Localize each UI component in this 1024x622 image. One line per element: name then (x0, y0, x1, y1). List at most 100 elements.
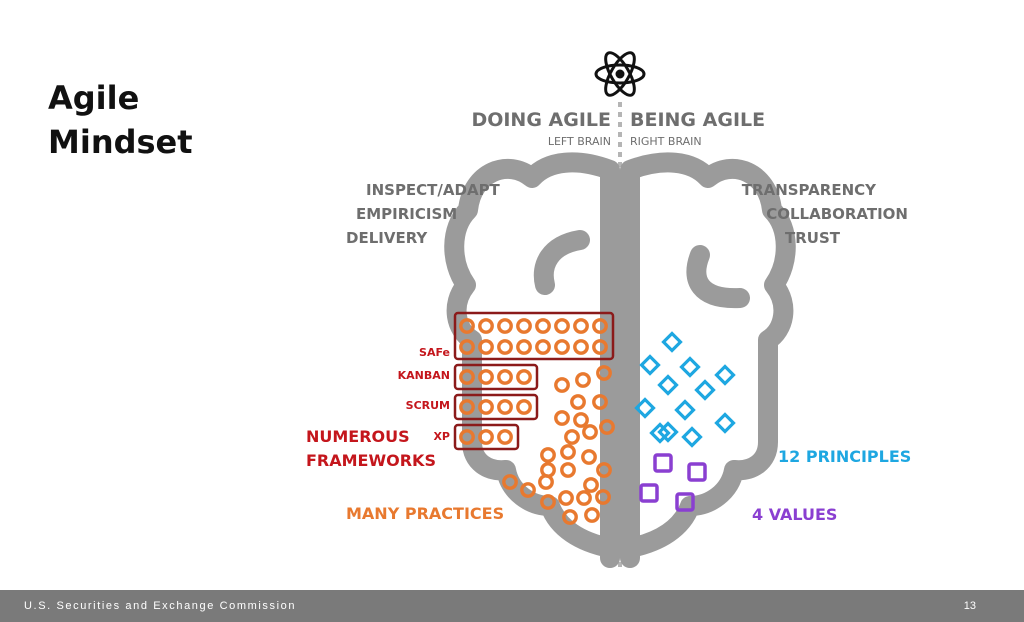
atom-icon (594, 51, 646, 97)
practice-circle (570, 394, 586, 410)
framework-practice-circle (535, 318, 551, 334)
framework-practice-circle (459, 318, 475, 334)
principle-diamond (639, 354, 661, 376)
framework-practice-circle (516, 399, 532, 415)
framework-practice-circle (535, 339, 551, 355)
principles-group (634, 331, 736, 448)
framework-label-safe: SAFe (419, 346, 450, 359)
being-agile-heading: BEING AGILE (630, 109, 765, 131)
practice-circle (554, 377, 570, 393)
value-square (687, 462, 707, 482)
principle-diamond (649, 422, 671, 444)
frameworks-group (453, 311, 615, 451)
left-term-delivery: DELIVERY (346, 229, 428, 247)
framework-practice-circle (516, 339, 532, 355)
framework-box-scrum (453, 393, 539, 421)
framework-practice-circle (478, 399, 494, 415)
framework-practice-circle (459, 369, 475, 385)
values-label: 4 VALUES (752, 505, 837, 524)
practice-circle (599, 419, 615, 435)
slide-title-line-2: Mindset (48, 123, 193, 161)
practices-group (502, 365, 615, 525)
numerous-frameworks-line-2: FRAMEWORKS (306, 451, 436, 470)
framework-practice-circle (516, 369, 532, 385)
principle-diamond (634, 397, 656, 419)
practice-circle (560, 462, 576, 478)
practice-circle (538, 474, 554, 490)
practice-circle (581, 449, 597, 465)
framework-box-xp (453, 423, 520, 451)
principle-diamond (681, 426, 703, 448)
agile-brain-diagram: DOING AGILE LEFT BRAIN BEING AGILE RIGHT… (306, 51, 911, 568)
framework-practice-circle (497, 339, 513, 355)
practice-circle (583, 477, 599, 493)
slide-title: Agile Mindset (48, 76, 193, 164)
many-practices-label: MANY PRACTICES (346, 504, 504, 523)
framework-practice-circle (497, 399, 513, 415)
brain-outline (444, 152, 796, 568)
practice-circle (582, 424, 598, 440)
framework-label-xp: XP (433, 430, 450, 443)
value-square (639, 483, 659, 503)
right-term-transparency: TRANSPARENCY (742, 181, 877, 199)
value-square (675, 492, 695, 512)
slide-title-line-1: Agile (48, 79, 140, 117)
footer-organization: U.S. Securities and Exchange Commission (24, 600, 297, 612)
framework-practice-circle (497, 318, 513, 334)
practice-circle (554, 410, 570, 426)
practice-circle (562, 509, 578, 525)
doing-agile-heading: DOING AGILE (471, 109, 611, 131)
framework-practice-circle (478, 429, 494, 445)
principle-diamond (674, 399, 696, 421)
practice-circle (576, 490, 592, 506)
practice-circle (596, 462, 612, 478)
framework-box-safe (453, 311, 615, 361)
principles-label: 12 PRINCIPLES (778, 447, 911, 466)
framework-practice-circle (592, 339, 608, 355)
left-term-inspect-adapt: INSPECT/ADAPT (366, 181, 501, 199)
practice-circle (595, 489, 611, 505)
practice-circle (584, 507, 600, 523)
framework-practice-circle (516, 318, 532, 334)
framework-box-kanban (453, 363, 539, 391)
values-group (639, 453, 707, 512)
framework-label-kanban: KANBAN (398, 369, 450, 382)
framework-practice-circle (478, 369, 494, 385)
practice-circle (520, 482, 536, 498)
principle-diamond (661, 331, 683, 353)
practice-circle (575, 372, 591, 388)
practice-circle (540, 462, 556, 478)
footer-bar: U.S. Securities and Exchange Commission … (0, 590, 1024, 622)
framework-practice-circle (497, 429, 513, 445)
framework-practice-circle (554, 318, 570, 334)
right-term-collaboration: COLLABORATION (766, 205, 908, 223)
framework-practice-circle (478, 318, 494, 334)
left-term-empiricism: EMPIRICISM (356, 205, 457, 223)
framework-practice-circle (573, 339, 589, 355)
principle-diamond (714, 412, 736, 434)
right-brain-label: RIGHT BRAIN (630, 135, 702, 148)
practice-circle (540, 494, 556, 510)
practice-circle (502, 474, 518, 490)
practice-circle (558, 490, 574, 506)
practice-circle (592, 394, 608, 410)
framework-practice-circle (573, 318, 589, 334)
left-brain-label: LEFT BRAIN (548, 135, 611, 148)
page-number: 13 (963, 600, 976, 612)
framework-label-scrum: SCRUM (406, 399, 450, 412)
principle-diamond (679, 356, 701, 378)
framework-practice-circle (459, 339, 475, 355)
framework-practice-circle (497, 369, 513, 385)
value-square (653, 453, 673, 473)
practice-circle (540, 447, 556, 463)
framework-practice-circle (459, 429, 475, 445)
practice-circle (564, 429, 580, 445)
practice-circle (573, 412, 589, 428)
numerous-frameworks-line-1: NUMEROUS (306, 427, 410, 446)
framework-practice-circle (478, 339, 494, 355)
practice-circle (560, 444, 576, 460)
framework-practice-circle (592, 318, 608, 334)
principle-diamond (694, 379, 716, 401)
principle-diamond (657, 374, 679, 396)
right-term-trust: TRUST (785, 229, 841, 247)
